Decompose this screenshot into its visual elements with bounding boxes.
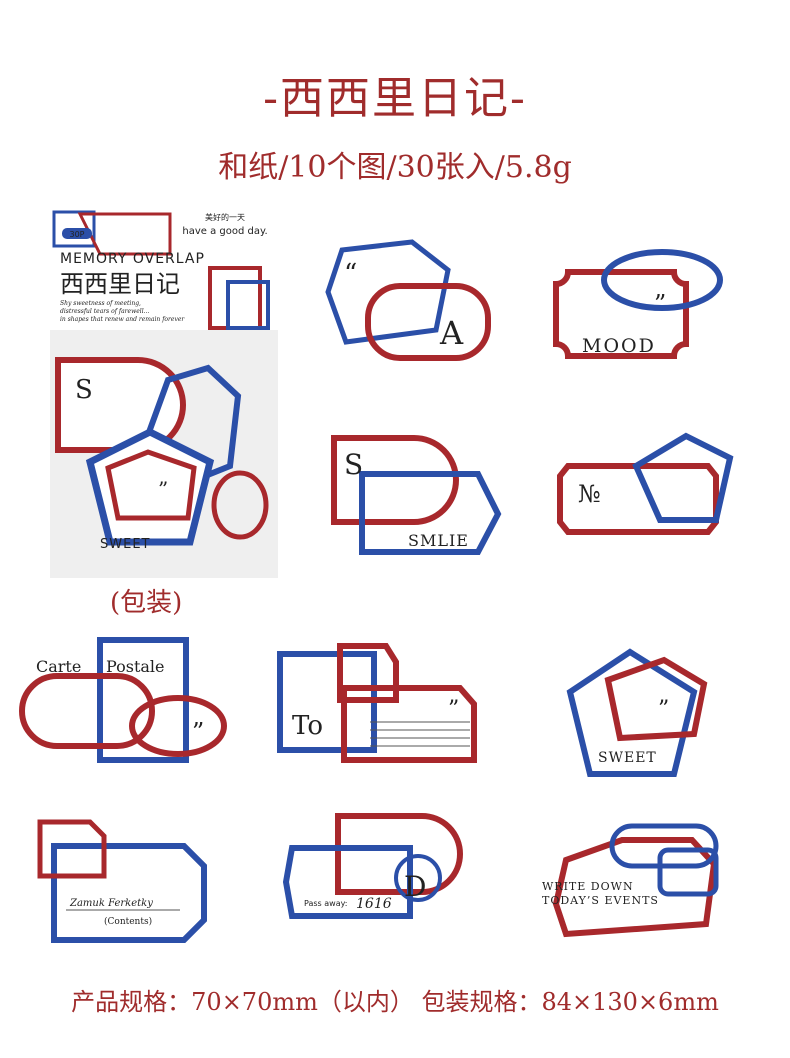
sticker9-pass: Pass away: [304,899,347,908]
sticker-pass-away: Pass away: 1616 D [282,813,463,919]
sticker3-letter: S [344,448,363,481]
sticker8-sign: Zamuk Ferketky [69,898,153,909]
sticker1-letter: A [439,314,464,352]
sticker-sweet: ” SWEET [566,648,708,777]
package-tagline-en: have a good day. [182,226,267,237]
sticker9-letter: D [404,870,426,903]
sticker-carte-postale: Carte Postale ” [19,637,227,763]
page-subtitle: 和纸/10个图/30张入/5.8g [218,150,572,185]
sticker-write-down: WRITE DOWN TODAY’S EVENTS [542,823,719,938]
package-series-en: MEMORY OVERLAP [60,251,205,267]
sticker4-word: № [578,480,601,508]
package-script-line1: Shy sweetness of meeting, [60,300,141,307]
package-word: SWEET [100,537,150,552]
sticker-number: № [557,432,734,535]
sticker3-word: SMLIE [408,531,469,550]
sticker7-word: SWEET [598,750,657,766]
package-series-cn: 西西里日记 [60,270,180,298]
package-card: 30P 美好的一天 have a good day. MEMORY OVERLA… [50,206,278,578]
sticker8-contents: (Contents) [104,916,152,927]
sticker-mood: ” MOOD [553,249,723,359]
package-script-line3: in shapes that renew and remain forever [60,316,185,323]
page-title: -西西里日记- [263,73,527,124]
sticker10-line2: TODAY’S EVENTS [542,894,659,907]
sticker5-word1: Carte [36,657,81,676]
package-script-line2: distressful tears of farewell... [60,308,149,315]
sticker2-mark: ” [654,290,666,318]
package-mark: ” [158,477,168,501]
sticker-contents: Zamuk Ferketky (Contents) [37,819,207,943]
package-tagline-cn: 美好的一天 [205,212,245,222]
sticker10-line1: WRITE DOWN [542,880,634,893]
sticker5-mark: ” [192,718,204,746]
package-caption: (包装) [110,588,183,618]
sticker2-word: MOOD [582,335,656,357]
sticker6-mark: ” [448,697,459,722]
sticker5-word2: Postale [106,657,165,676]
sticker1-mark: “ [344,259,357,289]
sticker-quote-a: “ A [325,239,491,361]
sticker6-word: To [292,711,323,741]
sticker-to: To ” [277,643,477,763]
sticker-smlie: S SMLIE [331,435,502,555]
package-badge: 30P [69,230,84,239]
sticker9-num: 1616 [356,896,392,912]
spec-footer: 产品规格：70×70mm（以内） 包装规格：84×130×6mm [71,988,719,1016]
package-s-letter: S [75,375,93,405]
sticker7-mark: ” [658,697,669,722]
